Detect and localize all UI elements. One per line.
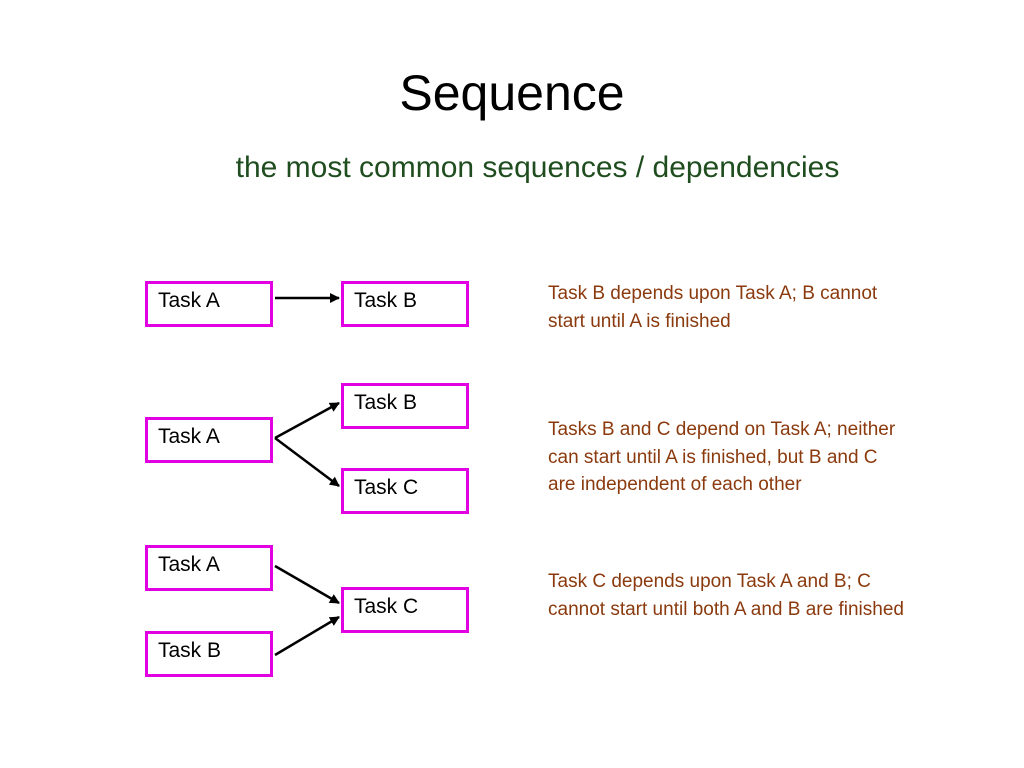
d2-task-c-box: Task C bbox=[341, 468, 469, 514]
d1-task-b-label: Task B bbox=[354, 289, 418, 312]
d2-task-b-box: Task B bbox=[341, 383, 469, 429]
d1-task-a-box: Task A bbox=[145, 281, 273, 327]
d3-task-c-label: Task C bbox=[354, 595, 419, 618]
d3-task-a-box: Task A bbox=[145, 545, 273, 591]
d1-task-b-box: Task B bbox=[341, 281, 469, 327]
d1-note: Task B depends upon Task A; B cannot sta… bbox=[548, 283, 878, 332]
slide-subtitle: the most common sequences / dependencies bbox=[235, 151, 840, 184]
d3-task-b-box: Task B bbox=[145, 631, 273, 677]
d2-arrow-a-to-c bbox=[274, 437, 340, 487]
d3-task-a-label: Task A bbox=[158, 553, 220, 576]
d2-task-b-label: Task B bbox=[354, 391, 418, 414]
d3-task-b-label: Task B bbox=[158, 639, 222, 662]
d2-note: Tasks B and C depend on Task A; neither … bbox=[548, 419, 896, 495]
d3-note: Task C depends upon Task A and B; C cann… bbox=[548, 571, 904, 620]
d2-task-c-label: Task C bbox=[354, 476, 419, 499]
d3-task-c-box: Task C bbox=[341, 587, 469, 633]
d3-arrow-a-to-c bbox=[274, 564, 340, 605]
d2-arrow-a-to-b bbox=[274, 401, 340, 440]
d1-task-a-label: Task A bbox=[158, 289, 220, 312]
d2-task-a-box: Task A bbox=[145, 417, 273, 463]
d3-arrow-b-to-c bbox=[274, 615, 340, 657]
d2-task-a-label: Task A bbox=[158, 425, 220, 448]
slide-title: Sequence bbox=[399, 65, 625, 121]
